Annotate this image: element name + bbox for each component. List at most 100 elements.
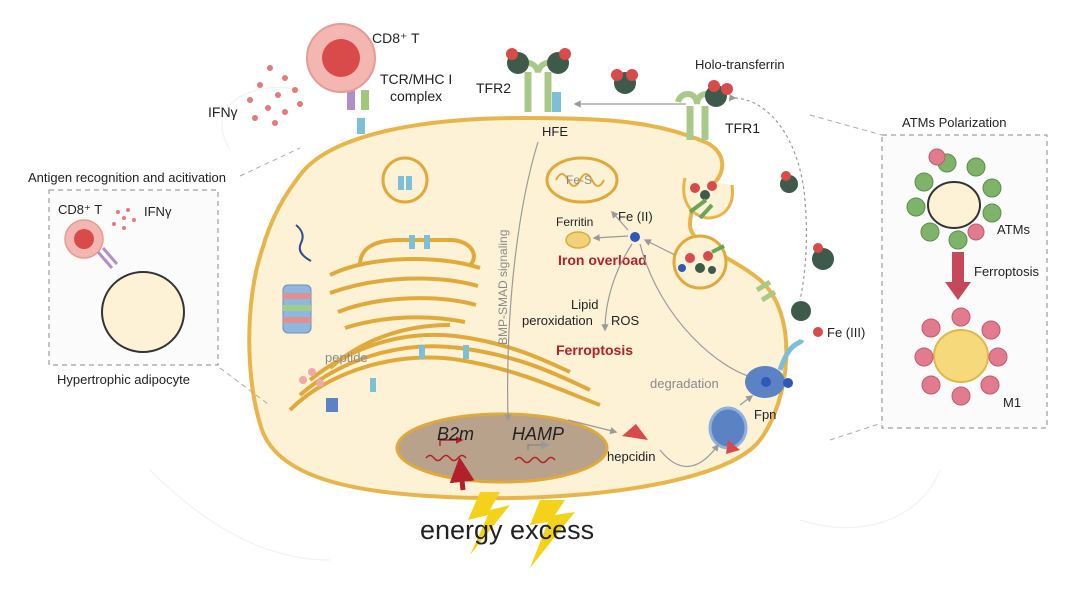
inset-cd8-nucleus	[74, 229, 94, 249]
nucleus	[395, 412, 609, 484]
peroxidation-label: peroxidation	[522, 313, 593, 328]
hepcidin-label: hepcidin	[607, 449, 655, 464]
right-inset-adipocyte-top	[927, 181, 981, 229]
apo-transferrin-1-fe	[781, 171, 791, 181]
left-inset-connector-top	[239, 147, 301, 177]
fe2-ion	[630, 232, 640, 242]
hepcidin-bound	[726, 440, 740, 454]
dna-hamp	[514, 456, 556, 464]
endosome-contents	[678, 244, 725, 274]
apo-transferrin-2	[812, 248, 834, 270]
ferroptosis-center-label: Ferroptosis	[556, 342, 633, 358]
lightning-bolt-2	[530, 500, 575, 568]
tfr2-label: TFR2	[476, 80, 511, 96]
hfe-protein	[552, 92, 561, 112]
apo-transferrin-3	[791, 301, 811, 321]
fe3-label: Fe (III)	[827, 325, 865, 340]
endosome-to-fe2-arrow	[643, 239, 676, 256]
fe2-to-ferritin-arrow	[592, 234, 629, 242]
atm-cluster-pink	[928, 148, 985, 241]
atm-cluster-green	[906, 153, 1002, 250]
mitochondrion	[545, 156, 619, 204]
atms-label: ATMs	[997, 222, 1030, 237]
mhc-membrane	[357, 118, 365, 134]
ferritin-label: Ferritin	[556, 215, 593, 229]
b2m-label: B2m	[437, 424, 474, 444]
mhc-golgi-2	[424, 235, 430, 249]
fpn-fe2	[761, 377, 771, 387]
lightning-bolt-1	[468, 492, 510, 555]
right-inset-adipocyte-bottom	[933, 329, 989, 383]
endoplasmic-reticulum	[288, 323, 601, 412]
tfr2-holo-1-fe	[506, 48, 518, 60]
holo-transferrin-free-fe-1	[611, 69, 623, 81]
degradation-arrow	[739, 395, 754, 406]
right-inset-connector-top	[809, 114, 883, 136]
peptide-dot-3	[316, 379, 324, 387]
holo-transferrin-free-fe-2	[626, 69, 638, 81]
iron-overload-label: Iron overload	[558, 252, 647, 268]
ubiquitin-chain	[295, 224, 312, 262]
background-tissue	[149, 86, 941, 561]
secretory-vesicle	[381, 156, 429, 204]
hfe-to-hamp-arrow	[504, 141, 539, 422]
ifng-dots-top	[247, 65, 303, 126]
right-inset-connector-bottom	[829, 422, 883, 441]
lipid-label: Lipid	[571, 297, 598, 312]
hypertrophic-label: Hypertrophic adipocyte	[57, 372, 190, 387]
hepcidin-to-fpn-arrow	[659, 443, 719, 467]
endosome	[672, 234, 728, 290]
fpn-label: Fpn	[754, 407, 776, 422]
m1-label: M1	[1003, 395, 1021, 410]
endocytosed-transferrin	[688, 181, 717, 220]
ifng-dots-inset	[112, 208, 136, 230]
tcr-membrane	[347, 90, 355, 110]
proteasome	[282, 284, 312, 334]
hepcidin-shape	[622, 424, 648, 440]
antigen-title-label: Antigen recognition and acitivation	[28, 170, 226, 185]
hfe-label: HFE	[542, 124, 568, 139]
fe2-to-fpn-arrow	[639, 243, 757, 381]
energy-excess-label: energy excess	[420, 515, 594, 545]
adipocyte-cell	[247, 115, 789, 501]
inset-adipocyte	[101, 271, 185, 353]
mhc-er-2	[463, 345, 469, 359]
right-inset-frame	[881, 134, 1048, 429]
peptide-label: peptide	[325, 350, 368, 365]
mhc-in-vesicle-2	[406, 176, 412, 190]
fe2-to-mito-arrow	[611, 210, 629, 231]
tfr1-holo-fe-2	[721, 83, 733, 95]
energy-arrow	[449, 457, 475, 491]
tfr1-label: TFR1	[725, 120, 760, 136]
ferroptosis-right-label: Ferroptosis	[974, 264, 1040, 279]
ferroptosis-right-arrowhead	[945, 282, 971, 300]
hamp-to-hepcidin-arrow	[567, 419, 618, 435]
ferritin-body	[565, 231, 591, 249]
mhc-in-vesicle	[398, 176, 404, 190]
fpn-export-arrow	[777, 338, 805, 371]
cd8-inset-label: CD8⁺ T	[58, 202, 102, 217]
bmp-smad-label: BMP-SMAD signaling	[496, 230, 510, 345]
recycled-tfr1	[755, 279, 777, 303]
peptide-dot-1	[299, 376, 307, 384]
hamp-arrow	[527, 440, 550, 450]
tfr1-holo-fe-1	[708, 80, 720, 92]
fe2-label: Fe (II)	[618, 209, 653, 224]
mhc-er-3	[370, 378, 376, 392]
tcr-mhc-label-2: complex	[390, 88, 442, 104]
tap-transporter	[326, 398, 338, 412]
ifng-top-label: IFNγ	[208, 104, 238, 120]
m1-cluster	[914, 307, 1008, 406]
tfr2-holo-2-fe	[559, 48, 571, 60]
fe3-ion	[813, 327, 823, 337]
holo-transferrin-label: Holo-transferrin	[695, 57, 785, 72]
ifng-inset-label: IFNγ	[144, 204, 172, 219]
hamp-label: HAMP	[512, 424, 564, 444]
b2m-arrow	[439, 436, 464, 446]
mhc-golgi-1	[409, 235, 415, 249]
cd8-t-cell-top-nucleus	[322, 39, 360, 77]
atms-title-label: ATMs Polarization	[902, 115, 1007, 130]
apo-transferrin-2-fe	[813, 243, 823, 253]
fes-label: Fe-S	[566, 173, 592, 187]
